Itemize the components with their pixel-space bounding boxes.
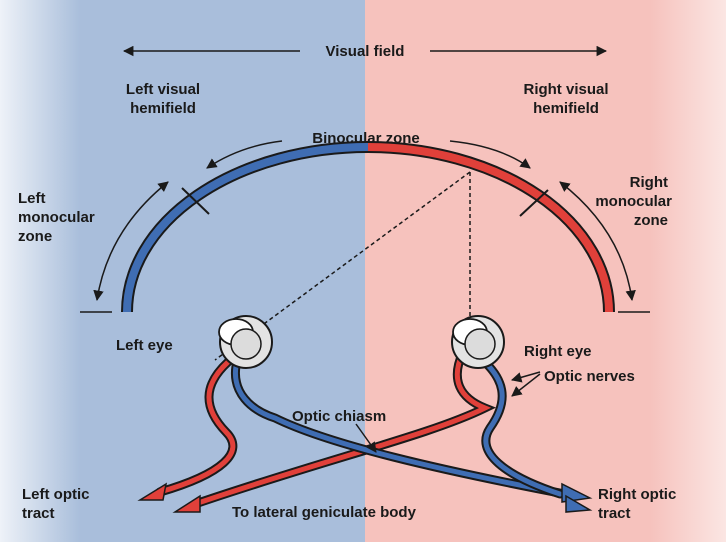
left-eye-label: Left eye — [116, 337, 173, 354]
right-monocular-label-line3: zone — [634, 212, 668, 229]
left-monocular-label-line3: zone — [18, 228, 52, 245]
right-hemifield-label-line1: Right visual — [523, 81, 608, 98]
left-monocular-label-line2: monocular — [18, 209, 95, 226]
right-optic-tract-label-line1: Right optic — [598, 486, 676, 503]
right-hemifield-label-line2: hemifield — [533, 100, 599, 117]
left-monocular-label-line1: Left — [18, 190, 46, 207]
left-edge-fade — [0, 0, 80, 542]
optic-chiasm-label: Optic chiasm — [292, 408, 386, 425]
optic-nerves-label: Optic nerves — [544, 368, 635, 385]
visual-field-label: Visual field — [326, 43, 405, 60]
right-optic-tract-label-line2: tract — [598, 505, 631, 522]
right-monocular-label-line1: Right — [630, 174, 668, 191]
left-eye — [219, 316, 272, 368]
lateral-geniculate-label: To lateral geniculate body — [232, 504, 417, 521]
right-eye-label: Right eye — [524, 343, 592, 360]
left-optic-tract-label-line2: tract — [22, 505, 55, 522]
left-optic-tract-label-line1: Left optic — [22, 486, 90, 503]
right-eye — [452, 316, 504, 368]
left-hemifield-label-line1: Left visual — [126, 81, 200, 98]
right-monocular-label-line2: monocular — [595, 193, 672, 210]
left-hemifield-label-line2: hemifield — [130, 100, 196, 117]
binocular-zone-label: Binocular zone — [312, 130, 420, 147]
right-edge-fade — [650, 0, 726, 542]
